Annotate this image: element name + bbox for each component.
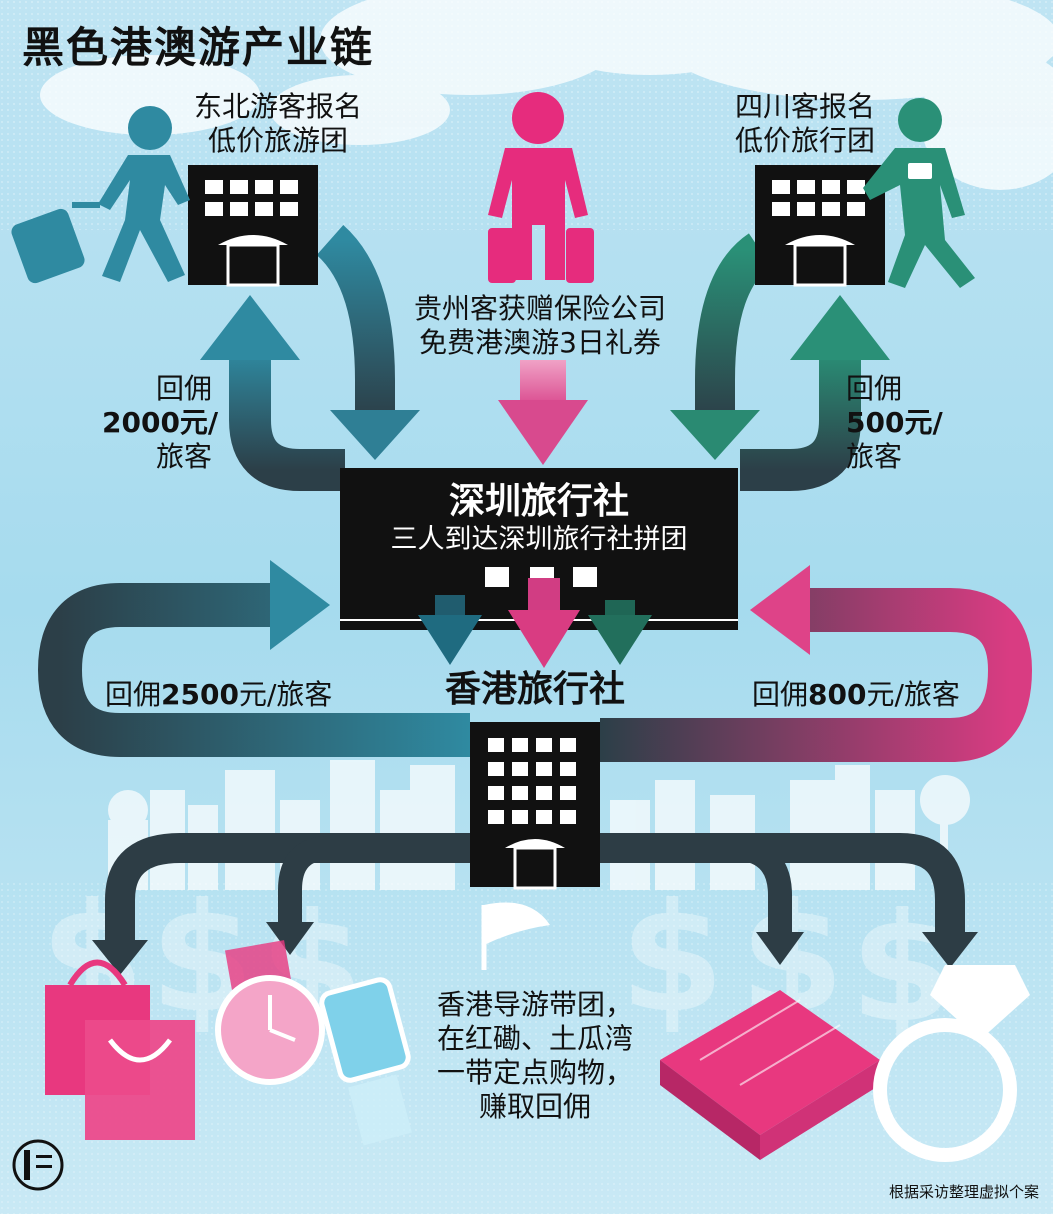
- flag-icon: [481, 902, 550, 970]
- guizhou-traveler-icon: [488, 92, 594, 283]
- arrow-sichuan-to-shenzhen: [695, 233, 772, 420]
- arrow-loop-hongkong-to-shenzhen-left: [37, 583, 470, 757]
- commission-dongbei-line1: 回佣: [155, 372, 212, 405]
- hongkong-agency-name: 香港旅行社: [444, 669, 625, 710]
- commission-hk-left-suffix: 元/旅客: [238, 678, 333, 711]
- commission-hk-left-prefix: 回佣: [105, 678, 162, 711]
- sichuan-traveler-icon: [863, 98, 975, 288]
- shopping-note-line3: 一带定点购物，: [436, 1056, 633, 1090]
- arrow-shenzhen-to-sichuan: [740, 350, 861, 491]
- dollar-sign-4: $: [620, 872, 724, 1046]
- shopping-note: 香港导游带团， 在红磡、土瓜湾 一带定点购物， 赚取回佣: [415, 988, 655, 1125]
- dongbei-label-line1: 东北游客报名: [193, 90, 362, 123]
- commission-sichuan-line3: 旅客: [846, 440, 903, 474]
- diamond-ring-icon: [873, 965, 1030, 1162]
- arrow-hk-to-bags: [105, 833, 470, 950]
- dongbei-traveler-label: 东北游客报名 低价旅游团: [178, 90, 378, 158]
- commission-to-hk-left: 回佣2500元/旅客: [105, 678, 332, 712]
- arrow-loop-hongkong-to-shenzhen-right: [600, 588, 1033, 762]
- arrow-shenzhen-to-hk-green: [588, 615, 652, 665]
- guizhou-traveler-label: 贵州客获赠保险公司 免费港澳游3日礼券: [395, 292, 685, 360]
- commission-sichuan-amount: 500元/: [846, 406, 943, 440]
- arrow-hk-to-ring: [600, 833, 965, 940]
- guizhou-label-line2: 免费港澳游3日礼券: [419, 326, 661, 360]
- shopping-bags-icon: [45, 959, 195, 1140]
- sichuan-agency-building: [755, 165, 885, 287]
- shenzhen-agency-name: 深圳旅行社: [448, 481, 629, 522]
- page-title: 黑色港澳游产业链: [22, 23, 375, 72]
- shopping-note-line4: 赚取回佣: [478, 1090, 591, 1124]
- logo: [12, 1139, 64, 1191]
- commission-dongbei-amount: 2000元/: [102, 406, 219, 440]
- arrow-head-loop-right: [750, 565, 810, 655]
- arrow-shenzhen-to-dongbei: [229, 350, 345, 491]
- arrow-head-sichuan-down: [670, 410, 760, 460]
- hongkong-agency-building: [470, 722, 600, 890]
- commission-sichuan-line1: 回佣: [846, 372, 903, 405]
- sichuan-label-line1: 四川客报名: [734, 90, 875, 123]
- arrow-shenzhen-to-hk-pink: [508, 610, 580, 668]
- arrow-hk-to-watches: [278, 836, 470, 930]
- commission-dongbei-line3: 旅客: [155, 440, 212, 474]
- arrow-head-loop-left: [270, 560, 330, 650]
- dongbei-traveler-icon: [11, 106, 190, 284]
- commission-hk-right-prefix: 回佣: [752, 678, 809, 711]
- dongbei-agency-building: [188, 165, 318, 287]
- shopping-note-line2: 在红磡、土瓜湾: [436, 1022, 633, 1056]
- commission-hk-right-suffix: 元/旅客: [866, 678, 960, 711]
- dongbei-label-line2: 低价旅游团: [207, 124, 348, 158]
- guizhou-label-line1: 贵州客获赠保险公司: [413, 292, 666, 325]
- arrow-dongbei-to-shenzhen: [316, 225, 395, 420]
- jewelry-box-icon: [660, 990, 880, 1160]
- sichuan-traveler-label: 四川客报名 低价旅行团: [720, 90, 890, 158]
- arrow-head-sichuan-up: [790, 295, 890, 360]
- arrow-head-dongbei-down: [330, 410, 420, 460]
- watches-icon: [215, 940, 412, 1146]
- commission-sichuan: 回佣 500元/ 旅客: [846, 372, 943, 474]
- arrow-head-guizhou-down: [498, 400, 588, 465]
- shopping-note-line1: 香港导游带团，: [436, 988, 633, 1021]
- arrow-head-dongbei-up: [200, 295, 300, 360]
- commission-hk-left-amount: 2500: [161, 678, 239, 711]
- commission-hk-right-amount: 800: [808, 678, 867, 711]
- commission-dongbei: 回佣 2000元/ 旅客: [102, 372, 219, 474]
- commission-to-hk-right: 回佣800元/旅客: [752, 678, 960, 712]
- shenzhen-agency-subtitle: 三人到达深圳旅行社拼团: [390, 524, 688, 555]
- source-note: 根据采访整理虚拟个案: [888, 1183, 1039, 1201]
- sichuan-label-line2: 低价旅行团: [734, 124, 875, 158]
- arrow-shenzhen-to-hk-blue: [418, 615, 482, 665]
